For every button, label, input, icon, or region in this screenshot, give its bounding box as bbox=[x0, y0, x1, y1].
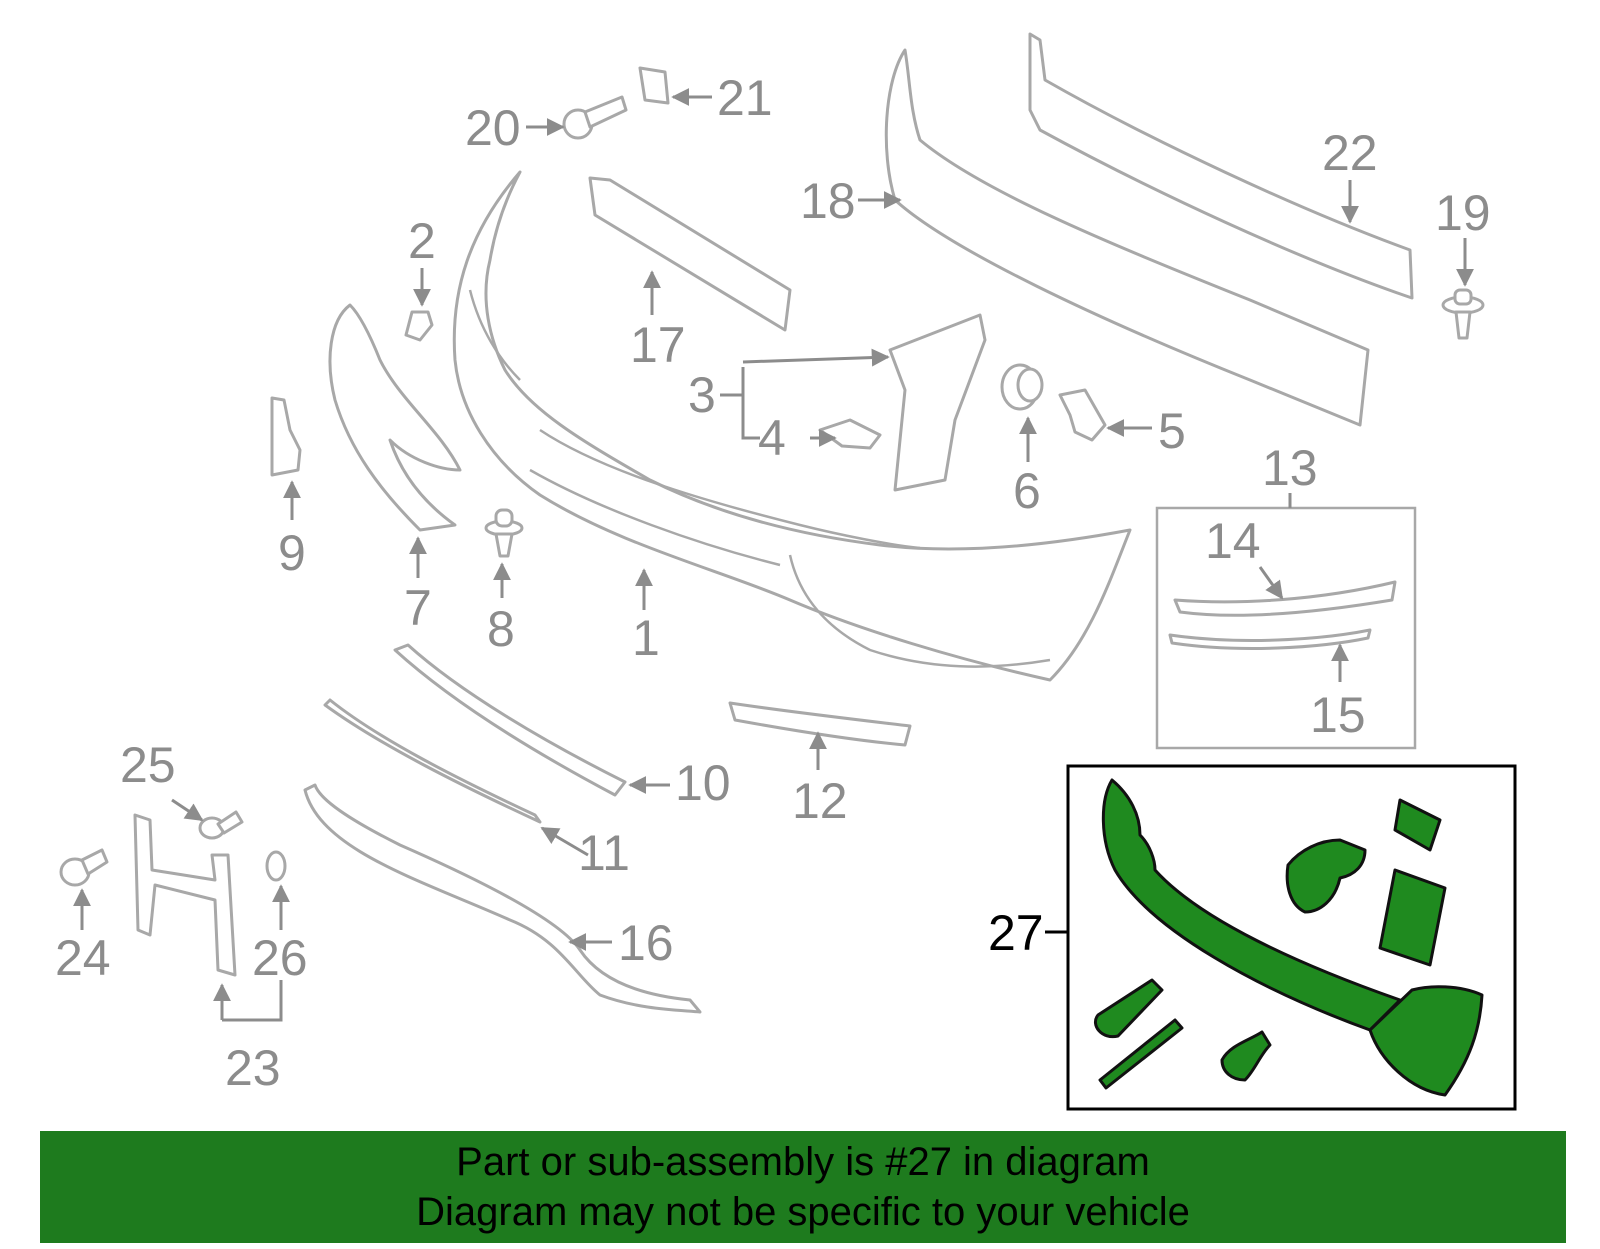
part-27-end-cap bbox=[1368, 985, 1484, 1097]
part-13-group-box bbox=[1155, 506, 1417, 750]
callout-27: 27 bbox=[988, 905, 1044, 961]
part-9-clip bbox=[270, 396, 302, 477]
part-27-spacer bbox=[1285, 838, 1367, 914]
callout-23: 23 bbox=[225, 1040, 281, 1096]
part-18-energy-absorber bbox=[884, 48, 1370, 427]
part-2-cap bbox=[404, 310, 434, 342]
callout-20: 20 bbox=[465, 100, 521, 156]
part-11-molding bbox=[323, 698, 542, 824]
callout-12: 12 bbox=[792, 773, 848, 829]
callout-19: 19 bbox=[1435, 185, 1491, 241]
part-14-trim bbox=[1173, 580, 1397, 617]
part-4-nut bbox=[818, 418, 882, 450]
part-27-bolt bbox=[1094, 978, 1164, 1039]
part-6-spacer bbox=[1000, 363, 1044, 411]
part-16-lower-cover bbox=[303, 783, 702, 1014]
part-21-clip bbox=[638, 66, 670, 105]
callout-9: 9 bbox=[278, 525, 306, 581]
part-17-reinforcement bbox=[588, 176, 792, 332]
part-19-clip bbox=[1441, 288, 1485, 340]
callout-5: 5 bbox=[1158, 403, 1186, 459]
callout-4: 4 bbox=[758, 410, 786, 466]
part-27-plate-large bbox=[1378, 868, 1447, 967]
part-27-assembly[interactable] bbox=[1094, 778, 1484, 1097]
callout-14: 14 bbox=[1205, 513, 1261, 569]
part-12-molding bbox=[728, 701, 912, 747]
callout-3: 3 bbox=[688, 367, 716, 423]
part-7-bracket bbox=[328, 303, 462, 532]
callout-15: 15 bbox=[1310, 687, 1366, 743]
part-24-bolt bbox=[59, 848, 109, 887]
leader-lines bbox=[73, 88, 1474, 1022]
part-25-clip bbox=[198, 810, 244, 840]
callout-25: 25 bbox=[120, 737, 176, 793]
callout-2: 2 bbox=[408, 213, 436, 269]
part-27-push-clip bbox=[1220, 1030, 1272, 1082]
part-27-rivet bbox=[1098, 1018, 1184, 1090]
banner-line-2: Diagram may not be specific to your vehi… bbox=[416, 1190, 1190, 1234]
info-banner: Part or sub-assembly is #27 in diagram D… bbox=[40, 1131, 1566, 1243]
part-10-grille bbox=[393, 643, 627, 797]
callout-labels: 1 2 3 4 5 6 7 8 9 10 11 12 13 14 15 16 1… bbox=[55, 70, 1491, 1096]
callout-8: 8 bbox=[487, 601, 515, 657]
callout-24: 24 bbox=[55, 930, 111, 986]
callout-11: 11 bbox=[578, 825, 630, 881]
part-5-bolt bbox=[1058, 388, 1107, 442]
part-20-bolt bbox=[562, 95, 628, 140]
banner-line-1: Part or sub-assembly is #27 in diagram bbox=[456, 1140, 1150, 1184]
part-22-reinforcement-bar bbox=[1028, 32, 1414, 300]
callout-18: 18 bbox=[800, 173, 856, 229]
part-27-impact-bar bbox=[1101, 778, 1402, 1032]
part-1-bumper-cover bbox=[452, 170, 1132, 682]
callout-21: 21 bbox=[717, 70, 773, 126]
part-27-plate-small bbox=[1393, 798, 1442, 852]
part-15-trim bbox=[1168, 628, 1372, 650]
callout-22: 22 bbox=[1322, 125, 1378, 181]
part-23-bracket bbox=[133, 813, 237, 977]
callout-26: 26 bbox=[252, 930, 308, 986]
part-8-push-pin bbox=[484, 508, 524, 558]
callout-16: 16 bbox=[618, 915, 674, 971]
callout-1: 1 bbox=[632, 610, 660, 666]
callout-10: 10 bbox=[675, 755, 731, 811]
callout-7: 7 bbox=[404, 580, 432, 636]
callout-6: 6 bbox=[1013, 463, 1041, 519]
part-3-bracket bbox=[888, 313, 987, 492]
callout-17: 17 bbox=[630, 317, 686, 373]
callout-13: 13 bbox=[1262, 440, 1318, 496]
part-26-grommet bbox=[265, 850, 287, 882]
